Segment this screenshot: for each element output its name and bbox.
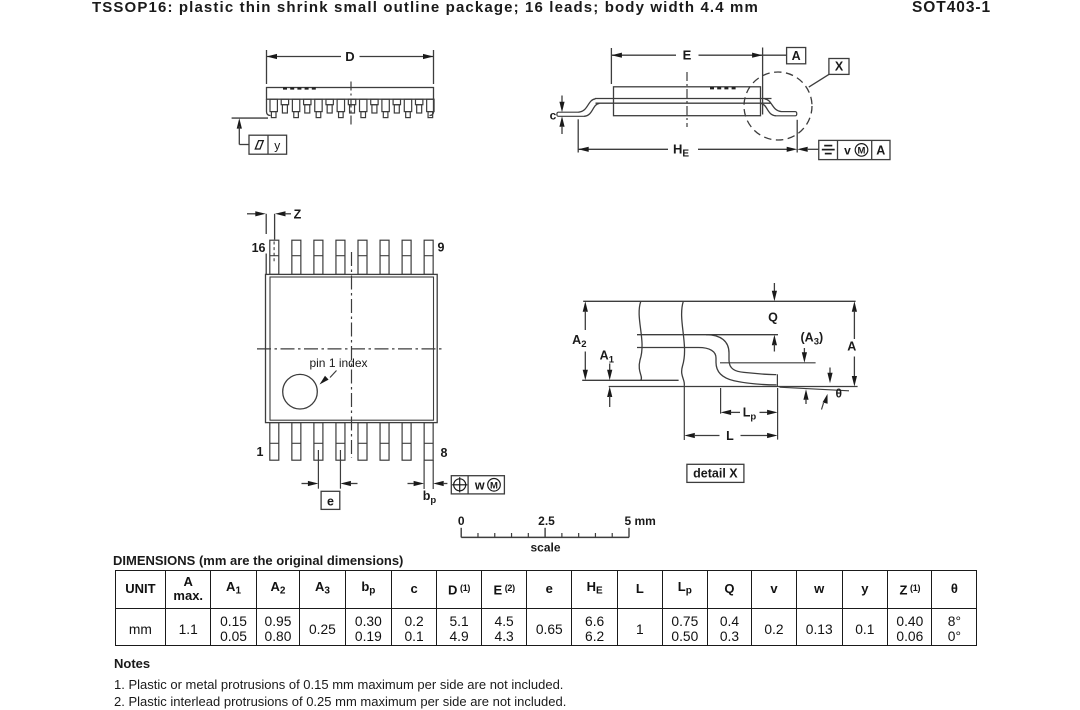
svg-text:detail X: detail X	[693, 466, 738, 480]
svg-text:y: y	[274, 139, 280, 153]
svg-text:v: v	[844, 143, 851, 157]
svg-text:E: E	[683, 48, 692, 63]
svg-text:bp: bp	[423, 489, 437, 506]
svg-text:5 mm: 5 mm	[625, 514, 656, 528]
svg-text:M: M	[490, 481, 498, 492]
svg-text:A1: A1	[600, 349, 615, 366]
svg-text:c: c	[550, 108, 557, 122]
svg-text:Z: Z	[294, 208, 302, 222]
svg-text:A: A	[792, 49, 801, 63]
svg-text:0: 0	[458, 514, 465, 528]
svg-text:D: D	[345, 49, 354, 64]
svg-text:X: X	[835, 60, 844, 74]
svg-text:Lp: Lp	[743, 406, 757, 423]
svg-text:scale: scale	[530, 541, 560, 555]
svg-text:L: L	[726, 429, 734, 443]
svg-text:M: M	[858, 146, 866, 157]
svg-text:pin 1 index: pin 1 index	[309, 356, 367, 370]
svg-text:A: A	[876, 144, 885, 158]
svg-text:2.5: 2.5	[538, 514, 555, 528]
svg-text:9: 9	[438, 241, 445, 255]
svg-text:θ: θ	[835, 387, 842, 401]
svg-text:8: 8	[441, 446, 448, 460]
svg-text:A: A	[847, 340, 856, 354]
svg-text:16: 16	[252, 241, 266, 255]
svg-text:w: w	[474, 478, 485, 492]
svg-text:HE: HE	[673, 142, 689, 160]
svg-text:1: 1	[257, 445, 264, 459]
svg-text:A2: A2	[572, 333, 586, 350]
svg-text:e: e	[327, 494, 334, 508]
svg-text:(A3): (A3)	[801, 331, 824, 348]
svg-text:Q: Q	[768, 311, 778, 325]
